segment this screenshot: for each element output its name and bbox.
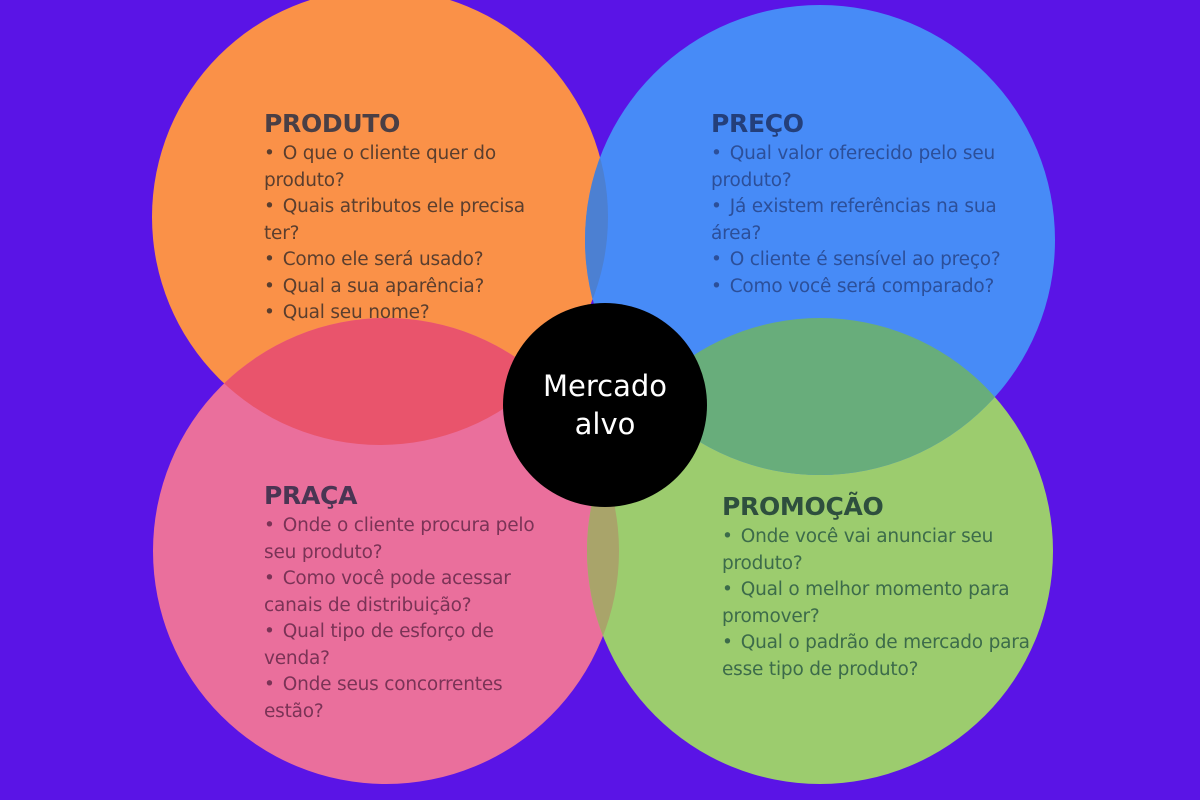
- produto-circle: [152, 0, 608, 445]
- center-label-line1: Mercado: [542, 369, 667, 403]
- produto-questions: •O que o cliente quer do produto? •Quais…: [264, 141, 564, 327]
- promocao-title: PROMOÇÃO: [722, 492, 884, 521]
- list-item: •Qual o padrão de mercado para esse tipo…: [722, 632, 1030, 680]
- bullet-icon: •: [264, 275, 275, 297]
- praca-title: PRAÇA: [264, 481, 358, 510]
- list-item: •Como ele será usado?: [264, 249, 484, 270]
- overlap-preco-promocao: [587, 318, 1053, 475]
- list-item: •O que o cliente quer do produto?: [264, 143, 496, 191]
- preco-title: PREÇO: [711, 109, 804, 138]
- list-item: •Quais atributos ele precisa ter?: [264, 196, 525, 244]
- bullet-icon: •: [722, 579, 733, 600]
- bullet-icon: •: [264, 196, 275, 217]
- promocao-questions: •Onde você vai anunciar seu produto? •Qu…: [722, 524, 1032, 683]
- list-item: •Como você pode acessar canais de distri…: [264, 568, 511, 616]
- center-label: Mercado alvo: [504, 304, 706, 506]
- list-item: •Qual o melhor momento para promover?: [722, 579, 1010, 627]
- list-item: •Onde você vai anunciar seu produto?: [722, 526, 994, 574]
- list-item: •Qual valor oferecido pelo seu produto?: [711, 143, 996, 191]
- bullet-icon: •: [711, 249, 722, 270]
- praca-questions: •Onde o cliente procura pelo seu produto…: [264, 513, 564, 725]
- center-label-line2: alvo: [574, 407, 636, 441]
- produto-title: PRODUTO: [264, 109, 401, 138]
- bullet-icon: •: [264, 302, 275, 323]
- bullet-icon: •: [264, 621, 275, 642]
- bullet-icon: •: [722, 632, 733, 653]
- list-item: •O cliente é sensível ao preço?: [711, 249, 1001, 270]
- bullet-icon: •: [711, 275, 722, 297]
- quadrant-promocao: PROMOÇÃO •Onde você vai anunciar seu pro…: [722, 492, 1032, 683]
- bullet-icon: •: [264, 249, 275, 270]
- bullet-icon: •: [711, 143, 722, 164]
- center-circle: [503, 303, 707, 507]
- list-item: •Qual a sua aparência?: [264, 275, 485, 297]
- preco-questions: •Qual valor oferecido pelo seu produto? …: [711, 141, 1021, 300]
- quadrant-praca: PRAÇA •Onde o cliente procura pelo seu p…: [264, 481, 564, 725]
- bullet-icon: •: [264, 143, 275, 164]
- praca-circle: [153, 318, 619, 784]
- quadrant-preco: PREÇO •Qual valor oferecido pelo seu pro…: [711, 109, 1021, 300]
- bullet-icon: •: [264, 674, 275, 695]
- bullet-icon: •: [722, 526, 733, 547]
- list-item: •Onde o cliente procura pelo seu produto…: [264, 515, 535, 563]
- list-item: •Qual seu nome?: [264, 302, 430, 323]
- quadrant-produto: PRODUTO •O que o cliente quer do produto…: [264, 109, 564, 327]
- list-item: •Onde seus concorrentes estão?: [264, 674, 503, 722]
- list-item: •Já existem referências na sua área?: [711, 196, 997, 244]
- list-item: •Qual tipo de esforço de venda?: [264, 621, 494, 669]
- list-item: •Como você será comparado?: [711, 275, 995, 297]
- bullet-icon: •: [711, 196, 722, 217]
- bullet-icon: •: [264, 568, 275, 589]
- bullet-icon: •: [264, 515, 275, 536]
